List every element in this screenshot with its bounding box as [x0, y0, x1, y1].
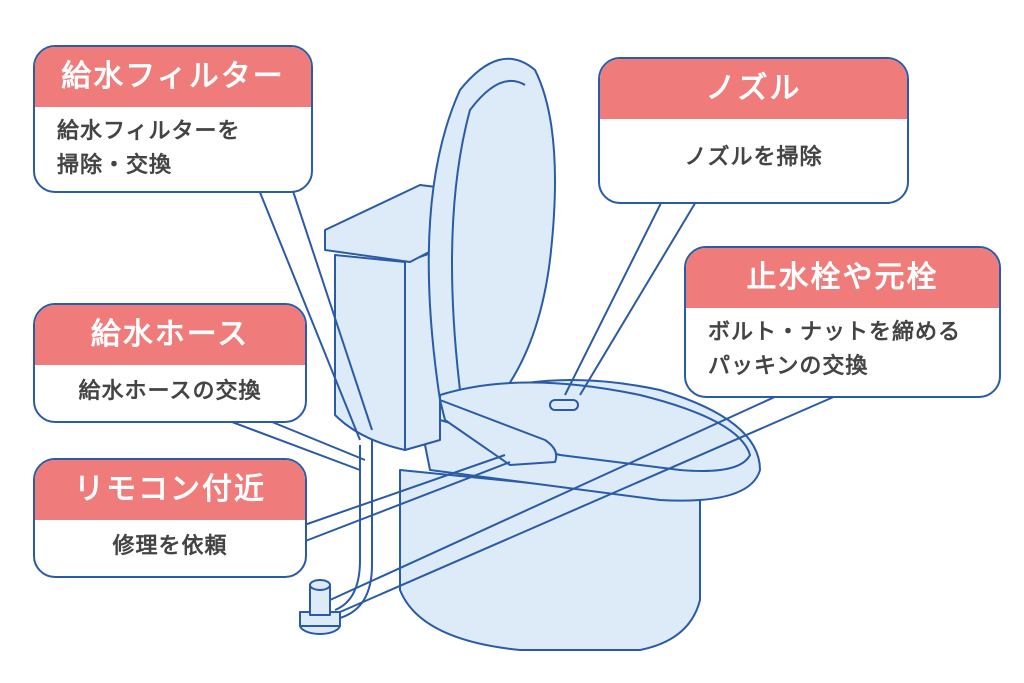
callout-title: 止水栓や元栓 — [686, 248, 999, 308]
remote-panel — [439, 399, 558, 466]
toilet-seat — [439, 381, 751, 472]
leader-remote — [289, 454, 511, 546]
callout-body: ノズルを掃除 — [684, 145, 823, 170]
callout-remote: リモコン付近 修理を依頼 — [33, 458, 307, 578]
callout-body: 給水フィルターを 掃除・交換 — [35, 107, 311, 191]
callout-stop-valve: 止水栓や元栓 ボルト・ナットを締める パッキンの交換 — [684, 246, 1001, 398]
callout-title: 給水ホース — [35, 305, 305, 365]
leader-nozzle — [564, 194, 701, 396]
callout-body: 修理を依頼 — [112, 534, 228, 559]
callout-title: リモコン付近 — [35, 460, 305, 520]
leader-valve — [329, 389, 846, 613]
callout-line: パッキンの交換 — [708, 354, 869, 379]
toilet-lid — [427, 57, 556, 401]
nozzle — [549, 399, 579, 411]
callout-line: 給水フィルターを — [57, 119, 241, 144]
callout-line: 掃除・交換 — [57, 153, 173, 178]
callout-supply-hose: 給水ホース 給水ホースの交換 — [33, 303, 307, 423]
callout-body: 給水ホースの交換 — [78, 379, 262, 404]
callout-line: ボルト・ナットを締める — [708, 320, 962, 345]
callout-body: ボルト・ナットを締める パッキンの交換 — [686, 308, 999, 392]
callout-nozzle: ノズル ノズルを掃除 — [598, 57, 909, 204]
toilet-bowl-base — [399, 469, 701, 651]
callout-title: ノズル — [600, 59, 907, 119]
leader-filter — [254, 179, 373, 441]
callout-title: 給水フィルター — [35, 47, 311, 107]
callout-water-filter: 給水フィルター 給水フィルターを 掃除・交換 — [33, 45, 313, 193]
